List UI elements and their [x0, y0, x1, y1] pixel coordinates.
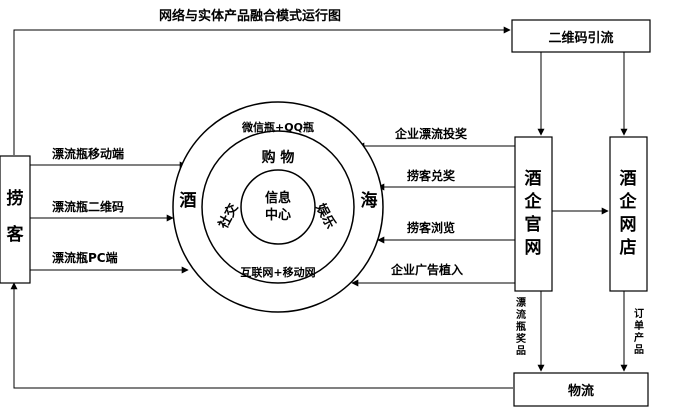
official-site-node: 酒 企 官 网 [514, 136, 553, 292]
laoke-node: 捞 客 [0, 155, 31, 284]
online-store-char-2: 企 [619, 191, 638, 212]
top-loop-arrow [13, 26, 511, 155]
right-input-label-4: 企业广告植入 [390, 262, 463, 277]
outer-right-label: 海 [361, 190, 378, 211]
bottle-prize-char-3: 瓶 [516, 320, 526, 333]
outer-bottom-label: 互联网+移动网 [240, 265, 315, 279]
qrcode-traffic-label: 二维码引流 [548, 30, 613, 46]
inner-ring [240, 169, 316, 245]
right-input-label-2: 捞客兑奖 [407, 168, 456, 183]
bottle-prize-char-2: 流 [516, 308, 526, 321]
bottle-prize-char-1: 漂 [515, 296, 526, 309]
online-store-char-3: 网 [620, 215, 637, 235]
center-label-line-1: 信息 [265, 190, 291, 206]
official-site-char-1: 酒 [525, 168, 542, 189]
online-store-node: 酒 企 网 店 [609, 136, 648, 292]
official-site-char-4: 网 [525, 238, 542, 258]
bottom-loop-arrow [10, 282, 513, 389]
order-product-char-4: 品 [634, 344, 644, 356]
bottle-prize-label: 漂 流 瓶 奖 品 [515, 296, 527, 357]
official-site-char-3: 官 [525, 214, 542, 235]
order-product-char-1: 订 [634, 307, 644, 320]
online-store-char-1: 酒 [620, 168, 637, 189]
laoke-char-2: 客 [6, 224, 25, 245]
logistics-label: 物流 [568, 383, 594, 399]
qrcode-traffic-node: 二维码引流 [511, 19, 651, 53]
order-product-char-2: 单 [634, 319, 644, 332]
outer-left-label: 酒 [180, 190, 197, 211]
right-input-label-1: 企业漂流投奖 [394, 126, 468, 141]
right-input-label-3: 捞客浏览 [407, 220, 455, 235]
diagram-title: 网络与实体产品融合模式运行图 [159, 8, 341, 24]
outer-top-label: 微信瓶+QQ瓶 [241, 120, 314, 134]
middle-top-label: 购 物 [262, 149, 295, 166]
concentric-circle [172, 101, 384, 313]
order-product-label: 订 单 产 品 [634, 307, 644, 356]
left-input-label-3: 漂流瓶PC端 [52, 250, 118, 265]
official-site-char-2: 企 [524, 191, 543, 212]
online-store-char-4: 店 [620, 237, 637, 258]
left-input-label-2: 漂流瓶二维码 [52, 199, 124, 214]
laoke-char-1: 捞 [7, 188, 24, 209]
order-product-char-3: 产 [634, 331, 644, 344]
bottle-prize-char-4: 奖 [516, 332, 527, 345]
logistics-node: 物流 [513, 372, 649, 407]
center-label-line-2: 中心 [265, 207, 291, 223]
left-input-label-1: 漂流瓶移动端 [52, 146, 124, 161]
bottle-prize-char-5: 品 [516, 345, 526, 357]
